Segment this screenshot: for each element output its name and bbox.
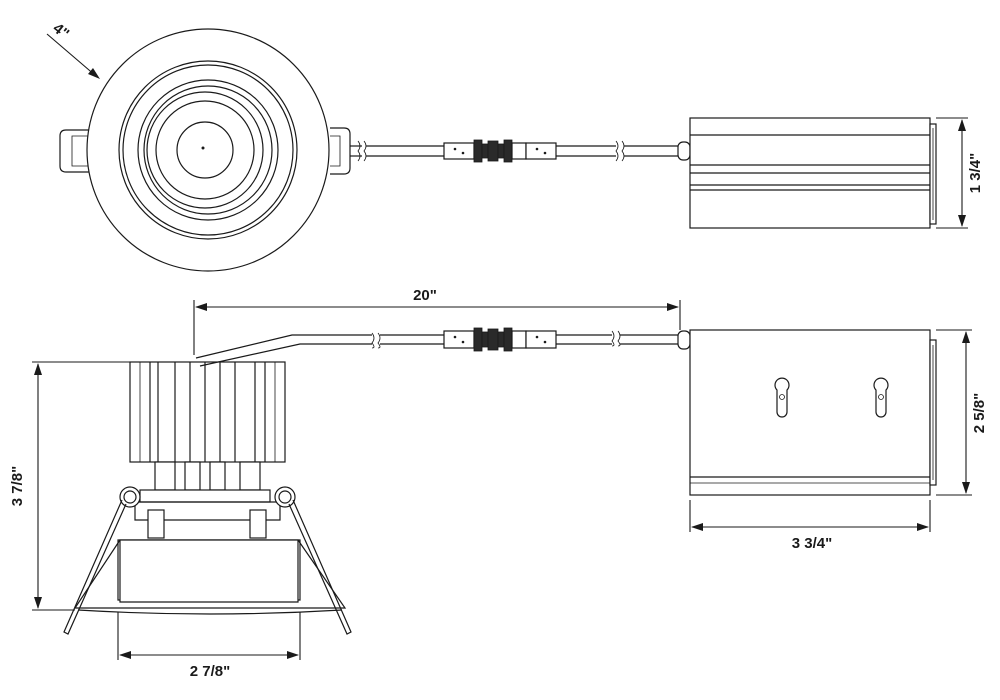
top-view: 4" (46, 20, 984, 272)
right-mounting-tab (330, 127, 351, 175)
lens (176, 121, 234, 179)
driver-top (689, 117, 937, 229)
driver-depth-label: 2 5/8" (971, 393, 988, 433)
spring-clip (274, 486, 296, 508)
driver-length-label: 3 3/4" (792, 535, 832, 552)
spring-clip (119, 486, 141, 508)
left-mounting-tab (59, 129, 92, 173)
driver-height-label: 1 3/4" (967, 153, 984, 193)
cable-length-label: 20" (413, 287, 437, 304)
top-connector (443, 139, 557, 163)
aperture-width-label: 2 7/8" (190, 663, 230, 680)
side-connector (443, 327, 557, 352)
keyhole-slot (774, 377, 790, 418)
heat-sink (129, 361, 286, 491)
driver-side (689, 329, 937, 496)
trim-housing (63, 486, 352, 635)
keyhole-slot (873, 377, 889, 418)
side-view: 20" (9, 287, 988, 680)
fixture-height-label: 3 7/8" (9, 466, 26, 506)
